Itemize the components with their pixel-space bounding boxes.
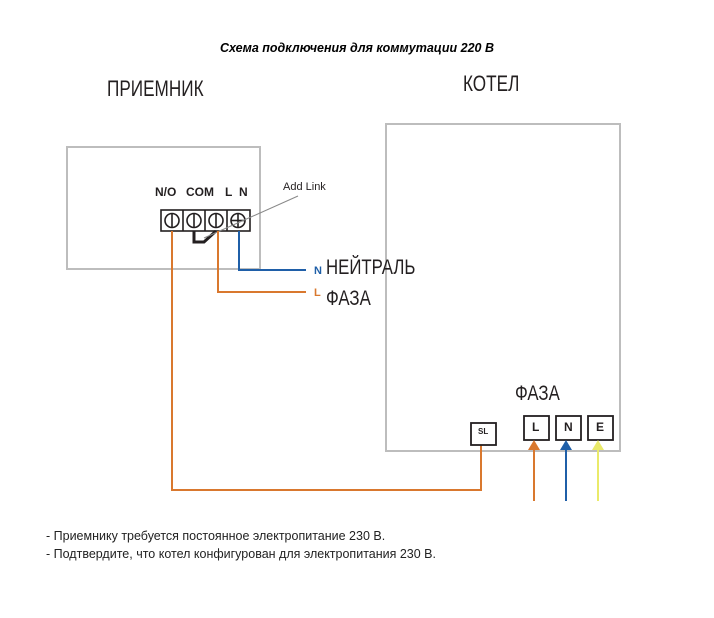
screw-icon (164, 212, 180, 229)
add-link-label: Add Link (283, 181, 326, 193)
terminal-label-l: L (225, 185, 233, 199)
switched-live-wire (171, 231, 482, 491)
screw-icon (186, 212, 202, 229)
note-2: - Подтвердите, что котел конфигурован дл… (46, 547, 436, 561)
note-1: - Приемнику требуется постоянное электро… (46, 529, 386, 543)
phase-letter: L (314, 287, 321, 299)
link-wire (192, 229, 218, 244)
screw-icon (208, 212, 224, 229)
neutral-arrow (560, 440, 572, 501)
neutral-label: НЕЙТРАЛЬ (326, 256, 416, 279)
boiler-terminal-sl: SL (478, 427, 489, 436)
receiver-box (66, 146, 261, 270)
phase-label: ФАЗА (326, 287, 371, 310)
phase-wire (217, 231, 306, 293)
neutral-letter: N (314, 265, 322, 277)
terminal-label-no: N/O (155, 185, 177, 199)
boiler-terminal-n: N (564, 420, 573, 434)
terminal-l (523, 415, 550, 441)
terminal-label-n: N (239, 185, 248, 199)
earth-arrow (592, 440, 604, 501)
boiler-label: КОТЕЛ (463, 71, 520, 96)
diagram-title: Схема подключения для коммутации 220 В (220, 41, 494, 55)
boiler-terminals (470, 415, 614, 446)
receiver-terminal-block (160, 209, 251, 232)
terminal-label-com: COM (186, 185, 214, 199)
terminal-sl (470, 422, 497, 446)
terminal-n (555, 415, 582, 441)
boiler-phase-label: ФАЗА (515, 382, 560, 405)
boiler-box (385, 123, 621, 452)
terminal-e (587, 415, 614, 441)
phase-arrow (528, 440, 540, 501)
boiler-terminal-l: L (532, 420, 540, 434)
neutral-wire (238, 231, 306, 271)
screw-icon (230, 212, 246, 229)
add-link-pointer (203, 195, 299, 239)
boiler-terminal-e: E (596, 420, 605, 434)
receiver-label: ПРИЕМНИК (107, 76, 204, 101)
